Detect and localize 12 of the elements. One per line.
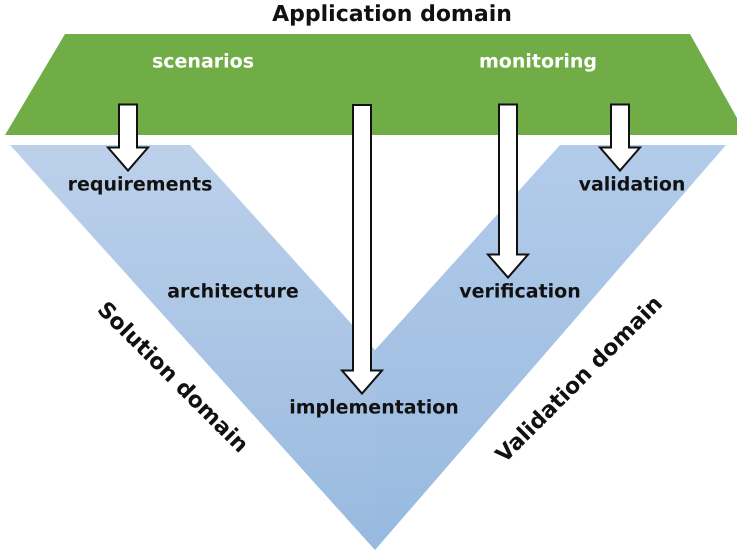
block-arrow	[598, 103, 642, 172]
block-arrow	[340, 104, 384, 396]
phase-label: monitoring	[478, 52, 598, 72]
phase-label: validation	[578, 174, 686, 196]
phase-label: scenarios	[152, 52, 254, 72]
phase-label: architecture	[167, 282, 299, 302]
block-arrow	[486, 103, 530, 280]
phase-label: implementation	[289, 398, 459, 418]
phase-label: verification	[459, 282, 581, 302]
phase-label: requirements	[68, 174, 212, 196]
block-arrow	[106, 103, 150, 172]
domain-title: Application domain	[272, 2, 512, 28]
